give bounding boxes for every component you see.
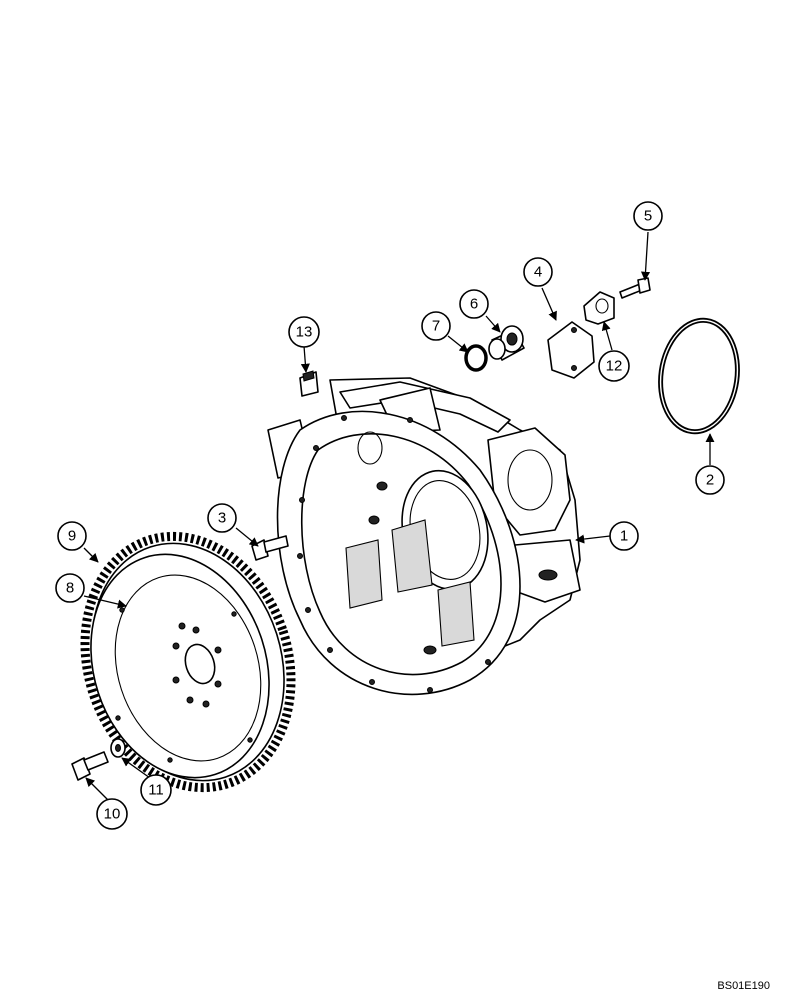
callout-2: 2: [695, 465, 725, 495]
callout-7: 7: [421, 311, 451, 341]
fitting-part-6: [488, 325, 525, 361]
cover-plate-part-4: [547, 321, 595, 379]
callout-11: 11: [140, 774, 172, 806]
callout-label-3: 3: [218, 510, 226, 527]
callout-label-12: 12: [606, 358, 623, 375]
callout-label-8: 8: [66, 580, 74, 597]
callout-label-1: 1: [620, 528, 628, 545]
flywheel-assembly: [80, 531, 296, 793]
callout-label-4: 4: [534, 264, 542, 281]
callout-label-6: 6: [470, 296, 478, 313]
o-ring-part-2: [658, 317, 740, 435]
callout-label-5: 5: [644, 208, 652, 225]
plug-part-13: [299, 370, 319, 397]
callout-label-13: 13: [296, 324, 313, 341]
callout-9: 9: [57, 521, 87, 551]
callout-3: 3: [207, 503, 237, 533]
callout-12: 12: [598, 350, 630, 382]
washer-part-11: [110, 738, 126, 758]
leader-lines: [83, 231, 715, 801]
callout-1: 1: [609, 521, 639, 551]
callout-8: 8: [55, 573, 85, 603]
callout-13: 13: [288, 316, 320, 348]
callout-5: 5: [633, 201, 663, 231]
callout-label-9: 9: [68, 528, 76, 545]
callout-label-11: 11: [148, 782, 164, 799]
callout-10: 10: [96, 798, 128, 830]
callout-label-7: 7: [432, 318, 440, 335]
figure-reference-code: BS01E190: [717, 980, 770, 992]
bolt-part-5: [619, 277, 651, 299]
bracket-part-12: [583, 291, 615, 325]
flywheel-housing-part-1: [267, 377, 581, 696]
callout-label-10: 10: [104, 806, 121, 823]
callout-6: 6: [459, 289, 489, 319]
seal-ring-part-7: [464, 344, 488, 372]
bolt-part-10: [71, 751, 109, 781]
callout-4: 4: [523, 257, 553, 287]
callout-label-2: 2: [706, 472, 714, 489]
flywheel-part-8: [90, 553, 270, 779]
